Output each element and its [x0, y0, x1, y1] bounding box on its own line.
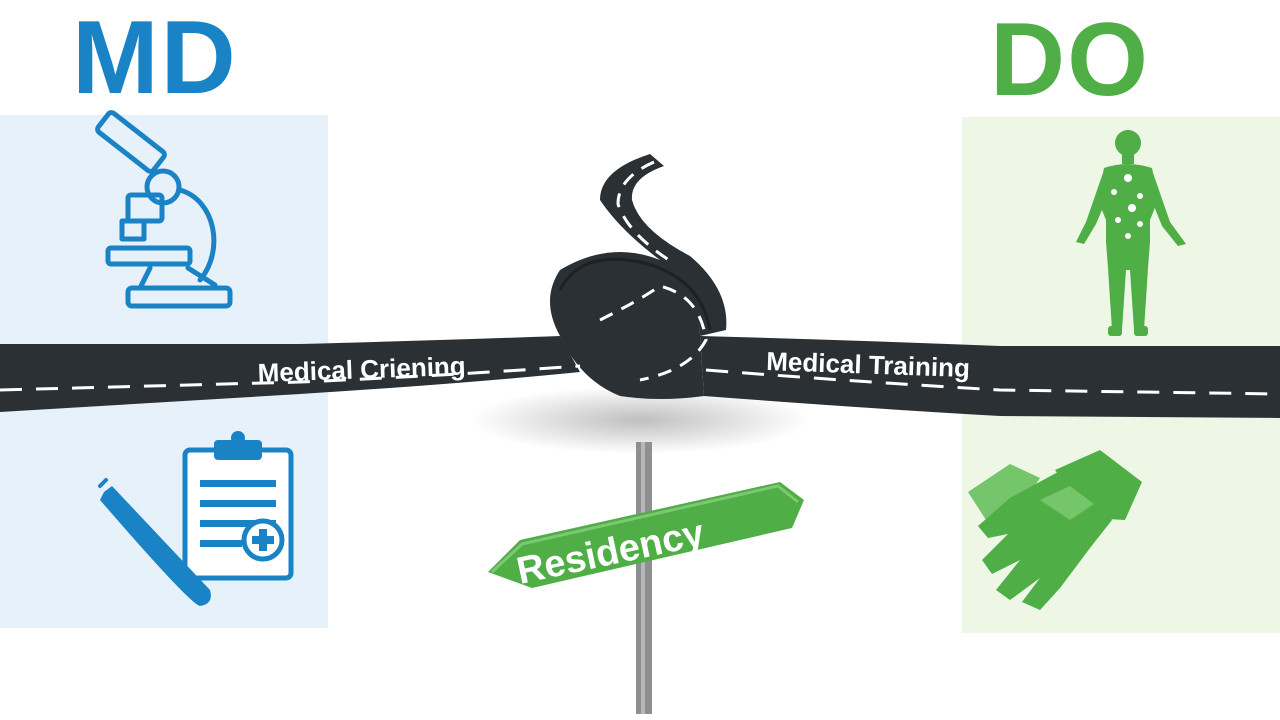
md-title: MD: [72, 0, 238, 116]
signpost: Residency: [488, 442, 804, 714]
handshake-icon: [968, 450, 1142, 610]
road-left-label: Medical Criening: [257, 351, 466, 388]
microscope-icon: [95, 110, 233, 309]
road-right-label: Medical Training: [766, 346, 971, 383]
clipboard-icon: [182, 431, 294, 581]
residency-sign: [488, 482, 804, 588]
do-title: DO: [990, 2, 1150, 118]
pen-icon: [98, 478, 211, 606]
road: Medical Criening Medical Training: [0, 154, 1280, 418]
human-body-icon: [1076, 130, 1186, 336]
